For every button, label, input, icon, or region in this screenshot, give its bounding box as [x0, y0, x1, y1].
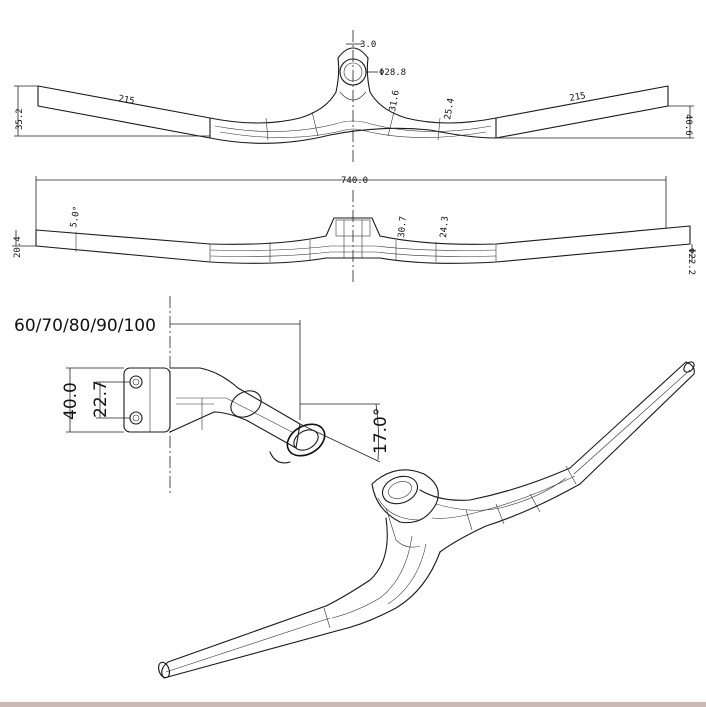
- front-width-label: 740.0: [341, 176, 368, 186]
- side-length-label: 60/70/80/90/100: [14, 316, 156, 336]
- front-view: 740.0 20.4 5.0° 30.7 24.3 Φ22.2: [12, 176, 696, 282]
- front-stem-block: [335, 219, 371, 237]
- top-section-line-d: [265, 117, 269, 141]
- top-section-line-a: [311, 111, 319, 137]
- iso-stem-line: [377, 497, 421, 521]
- side-bolt-top-inner: [132, 378, 140, 386]
- side-angle-line: [299, 423, 381, 463]
- front-section-b-label: 24.3: [439, 216, 451, 238]
- side-bolt-label: 22.7: [91, 380, 111, 418]
- top-steerer-inner: [343, 62, 363, 82]
- top-inner-line-3: [339, 91, 367, 101]
- iso-left-grip-edge: [323, 607, 331, 629]
- side-bar-tube: [230, 390, 262, 418]
- iso-steerer-inner: [388, 481, 412, 499]
- front-inner-line-1: [209, 245, 497, 251]
- iso-right-bend-top: [419, 467, 571, 501]
- side-clamp-plate: [123, 367, 171, 433]
- top-lower-edge: [209, 127, 497, 144]
- front-end-right-label: Φ22.2: [686, 248, 696, 275]
- top-height-right-label: 40.6: [683, 114, 693, 136]
- bottom-border: [0, 702, 706, 707]
- side-stem-inner: [176, 397, 293, 433]
- iso-steerer-top: [381, 475, 419, 505]
- iso-left-bend-bottom: [339, 551, 441, 631]
- iso-right-bend-mid: [431, 475, 576, 519]
- top-wall-label: 3.0: [360, 40, 376, 50]
- front-end-left-label: 20.4: [13, 236, 23, 258]
- top-left-length-label: 215: [117, 94, 135, 107]
- top-view: 3.0 Φ28.8 215 215 35.2 40.6 31.6 25.4: [14, 30, 694, 165]
- top-inner-line-1: [214, 120, 492, 132]
- top-inner-line-2: [219, 128, 487, 138]
- iso-center-contour: [435, 477, 567, 511]
- iso-left-tube: [161, 605, 341, 679]
- iso-right-bend-bottom: [439, 483, 581, 553]
- front-section-a-label: 30.7: [397, 216, 409, 238]
- iso-section-c: [529, 493, 541, 513]
- side-stem-body: [169, 367, 301, 449]
- top-right-length-label: 215: [569, 91, 587, 104]
- front-inner-line-2: [209, 251, 497, 257]
- iso-section-a: [465, 509, 473, 531]
- iso-section-b: [495, 503, 505, 525]
- top-section-b-label: 25.4: [443, 97, 457, 120]
- side-view: 60/70/80/90/100 17.0° 40.0 22.7: [14, 296, 391, 496]
- side-angle-arc: [375, 403, 380, 461]
- iso-left-tube-line: [165, 617, 331, 673]
- side-steerer-bore: [293, 429, 319, 451]
- side-height-label: 40.0: [61, 382, 81, 420]
- top-section-line-b: [387, 111, 395, 137]
- top-section-line-c: [437, 117, 441, 141]
- iso-right-tube: [569, 361, 695, 485]
- front-sweep-label: 5.0°: [69, 205, 83, 228]
- iso-left-bend-mid: [331, 535, 413, 619]
- top-stem-head: [337, 47, 369, 59]
- side-bolt-top: [129, 375, 143, 389]
- iso-left-bend-top: [325, 517, 388, 607]
- iso-right-tube-end: [683, 361, 695, 373]
- side-steerer-clamp: [286, 423, 326, 457]
- side-steerer-lip: [269, 451, 291, 464]
- top-left-grip: [37, 85, 211, 139]
- front-bar-outline: [35, 217, 691, 264]
- side-angle-label: 17.0°: [371, 408, 391, 454]
- top-dia-label: Φ28.8: [379, 68, 406, 78]
- top-left-upper: [209, 57, 340, 124]
- top-right-upper: [366, 57, 497, 124]
- iso-view: [158, 361, 695, 679]
- side-bolt-bottom-inner: [132, 414, 140, 422]
- iso-left-tube-end: [158, 661, 170, 679]
- top-height-left-label: 35.2: [15, 108, 25, 130]
- iso-left-bend-mid-2: [387, 543, 427, 605]
- iso-stem-line-2: [385, 507, 421, 548]
- top-section-a-label: 31.6: [388, 89, 402, 112]
- iso-right-grip-edge: [565, 465, 577, 485]
- side-bolt-bottom: [129, 411, 143, 425]
- iso-right-tube-line: [573, 369, 691, 475]
